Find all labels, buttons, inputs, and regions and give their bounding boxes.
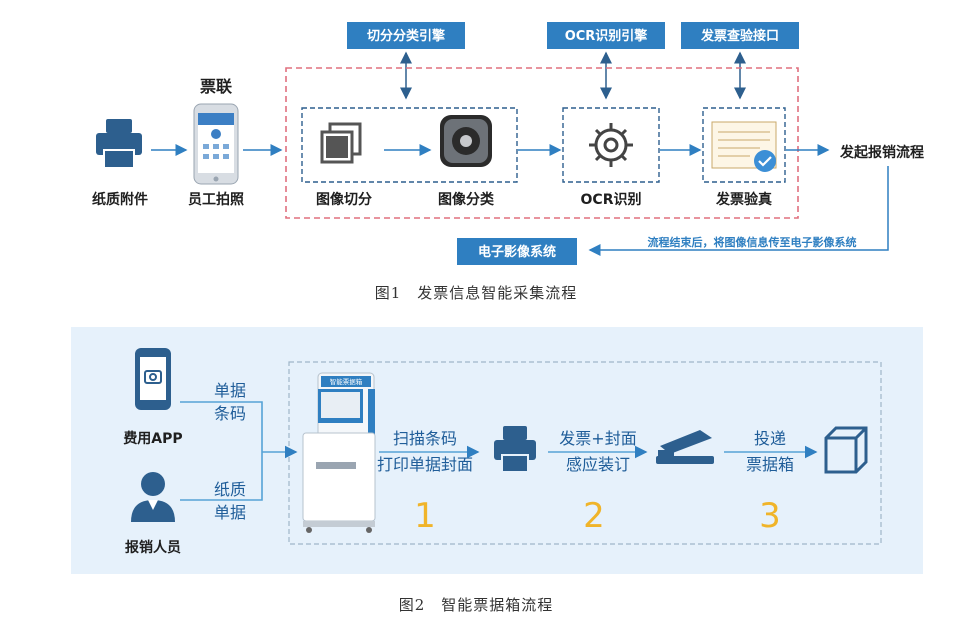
figure1-caption: 图1 发票信息智能采集流程 [375, 284, 578, 302]
app-label: 费用APP [123, 430, 182, 447]
step3-line2: 票据箱 [746, 455, 794, 474]
step2-line1: 发票+封面 [559, 429, 636, 448]
step2-line2: 感应装订 [566, 455, 630, 474]
step1-line2: 打印单据封面 [377, 455, 473, 474]
ocr-frame [562, 107, 660, 183]
printer-icon-fig2 [494, 426, 536, 473]
phone-photo-icon [193, 103, 239, 185]
doc-barcode-line2: 条码 [214, 404, 246, 423]
image-split-icon [320, 122, 362, 164]
node-start-label: 发起报销流程 [839, 144, 924, 161]
engine-verify-api: 发票查验接口 [681, 22, 799, 49]
input-connectors [180, 401, 298, 501]
step3-line1: 投递 [754, 429, 786, 448]
node-photo-label: 员工拍照 [188, 191, 244, 208]
figure2-caption: 图2 智能票据箱流程 [399, 596, 554, 614]
return-note: 流程结束后，将图像信息传至电子影像系统 [648, 235, 857, 249]
step1-number: 1 [414, 496, 436, 536]
processing-frame [285, 67, 799, 219]
step1-line1: 扫描条码 [393, 429, 457, 448]
engine-split-classify-label: 切分分类引擎 [367, 28, 445, 44]
engine-verify-api-label: 发票查验接口 [700, 28, 779, 44]
node-paper-label: 纸质附件 [92, 191, 148, 208]
paper-doc-line2: 单据 [214, 503, 246, 522]
box-icon [824, 426, 868, 474]
engine-ocr-label: OCR识别引擎 [565, 28, 648, 44]
engine-ocr: OCR识别引擎 [547, 22, 665, 49]
doc-barcode-line1: 单据 [214, 381, 246, 400]
kiosk-header-label: 智能票据箱 [330, 377, 363, 386]
node-verify-label: 发票验真 [715, 191, 772, 208]
phone-app-icon [135, 348, 171, 410]
engine-connectors [400, 51, 746, 100]
staff-person-icon [131, 472, 175, 522]
node-ocr-label: OCR识别 [581, 192, 642, 208]
stapler-icon [656, 430, 714, 464]
flow-arrows-fig1 [151, 144, 889, 256]
paper-doc-line1: 纸质 [214, 480, 246, 499]
node-classify-label: 图像分类 [438, 191, 495, 208]
verify-frame [702, 107, 786, 183]
voucher-title: 票联 [200, 77, 232, 96]
printer-icon [96, 119, 142, 169]
node-split-label: 图像切分 [316, 191, 372, 208]
invoice-verify-icon [711, 121, 777, 172]
smart-ticket-kiosk-icon: 智能票据箱 [302, 372, 376, 533]
staff-label: 报销人员 [125, 539, 181, 556]
split-classify-frame [301, 107, 518, 183]
eimage-system-label: 电子影像系统 [478, 244, 556, 260]
step3-number: 3 [759, 496, 781, 536]
image-classify-icon [440, 115, 492, 167]
eimage-system-box: 电子影像系统 [457, 238, 577, 265]
ocr-gear-icon [589, 123, 633, 167]
step2-number: 2 [583, 496, 605, 536]
engine-split-classify: 切分分类引擎 [347, 22, 465, 49]
